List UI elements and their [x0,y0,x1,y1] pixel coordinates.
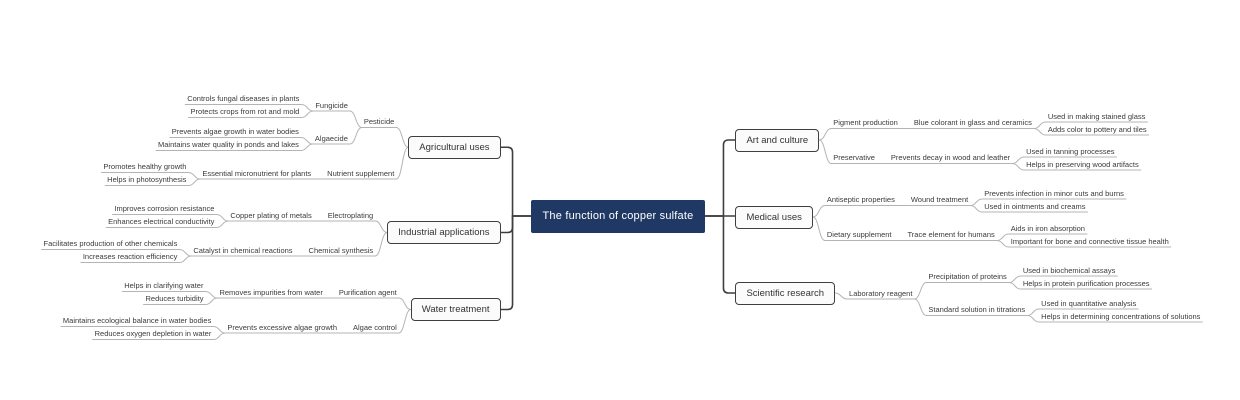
node-antiseptic-properties: Antiseptic properties [826,195,895,204]
node-precipitation-of-proteins: Precipitation of proteins [928,272,1007,281]
node-algae-control: Algae control [352,322,397,332]
node-protects-crops-from-rot-and-mold: Protects crops from rot and mold [190,107,300,116]
node-reduces-oxygen-depletion-in-water: Reduces oxygen depletion in water [94,329,212,338]
node-prevents-excessive-algae-growth: Prevents excessive algae growth [227,322,337,332]
node-algaecide: Algaecide [314,133,348,143]
node-chemical-synthesis: Chemical synthesis [308,245,374,255]
node-helps-in-preserving-wood-artifacts: Helps in preserving wood artifacts [1026,159,1139,169]
node-reduces-turbidity: Reduces turbidity [145,294,204,303]
node-pigment-production: Pigment production [833,118,898,127]
node-maintains-water-quality-in-ponds-and-lakes: Maintains water quality in ponds and lak… [158,140,299,149]
node-essential-micronutrient-for-plants: Essential micronutrient for plants [202,168,312,178]
node-important-for-bone-and-connective-tissue-health: Important for bone and connective tissue… [1010,236,1169,246]
node-wound-treatment: Wound treatment [910,195,969,204]
node-used-in-biochemical-assays: Used in biochemical assays [1022,265,1116,275]
node-maintains-ecological-balance-in-water-bodies: Maintains ecological balance in water bo… [62,316,212,325]
node-helps-in-photosynthesis: Helps in photosynthesis [107,175,187,184]
node-blue-colorant-in-glass-and-ceramics: Blue colorant in glass and ceramics [913,118,1032,127]
node-purification-agent: Purification agent [338,287,397,297]
node-laboratory-reagent: Laboratory reagent [849,288,913,298]
node-dietary-supplement: Dietary supplement [826,230,892,239]
node-catalyst-in-chemical-reactions: Catalyst in chemical reactions [193,245,293,255]
node-promotes-healthy-growth: Promotes healthy growth [103,162,187,171]
node-preservative: Preservative [833,153,875,162]
branch-art-and-culture: Art and culture [735,128,820,152]
branch-scientific-research: Scientific research [735,281,836,305]
node-aids-in-iron-absorption: Aids in iron absorption [1010,223,1085,233]
node-controls-fungal-diseases-in-plants: Controls fungal diseases in plants [187,94,300,103]
node-prevents-infection-in-minor-cuts-and-burns: Prevents infection in minor cuts and bur… [984,188,1124,198]
root-topic: The function of copper sulfate [530,199,706,233]
node-improves-corrosion-resistance: Improves corrosion resistance [114,204,215,213]
branch-industrial-applications: Industrial applications [387,221,501,244]
node-standard-solution-in-titrations: Standard solution in titrations [928,305,1026,314]
node-facilitates-production-of-other-chemicals: Facilitates production of other chemical… [43,239,178,248]
branch-medical-uses: Medical uses [735,205,813,229]
node-prevents-decay-in-wood-and-leather: Prevents decay in wood and leather [890,153,1011,162]
node-enhances-electrical-conductivity: Enhances electrical conductivity [108,217,215,226]
node-fungicide: Fungicide [315,100,348,110]
node-removes-impurities-from-water: Removes impurities from water [219,287,323,297]
node-pesticide: Pesticide [363,117,395,126]
node-nutrient-supplement: Nutrient supplement [327,168,395,178]
node-used-in-ointments-and-creams: Used in ointments and creams [984,201,1086,211]
node-helps-in-determining-concentrations-of-solutions: Helps in determining concentrations of s… [1041,311,1201,321]
node-increases-reaction-efficiency: Increases reaction efficiency [82,252,178,261]
node-copper-plating-of-metals: Copper plating of metals [230,210,312,220]
node-electroplating: Electroplating [327,210,374,220]
node-helps-in-clarifying-water: Helps in clarifying water [124,281,204,290]
branch-water-treatment: Water treatment [410,298,501,321]
branch-agricultural-uses: Agricultural uses [408,135,501,159]
node-used-in-making-stained-glass: Used in making stained glass [1047,111,1146,121]
node-prevents-algae-growth-in-water-bodies: Prevents algae growth in water bodies [171,127,299,136]
node-trace-element-for-humans: Trace element for humans [907,230,995,239]
node-adds-color-to-pottery-and-tiles: Adds color to pottery and tiles [1047,124,1147,134]
node-helps-in-protein-purification-processes: Helps in protein purification processes [1022,278,1150,288]
node-used-in-quantitative-analysis: Used in quantitative analysis [1041,298,1137,308]
node-used-in-tanning-processes: Used in tanning processes [1026,146,1115,156]
